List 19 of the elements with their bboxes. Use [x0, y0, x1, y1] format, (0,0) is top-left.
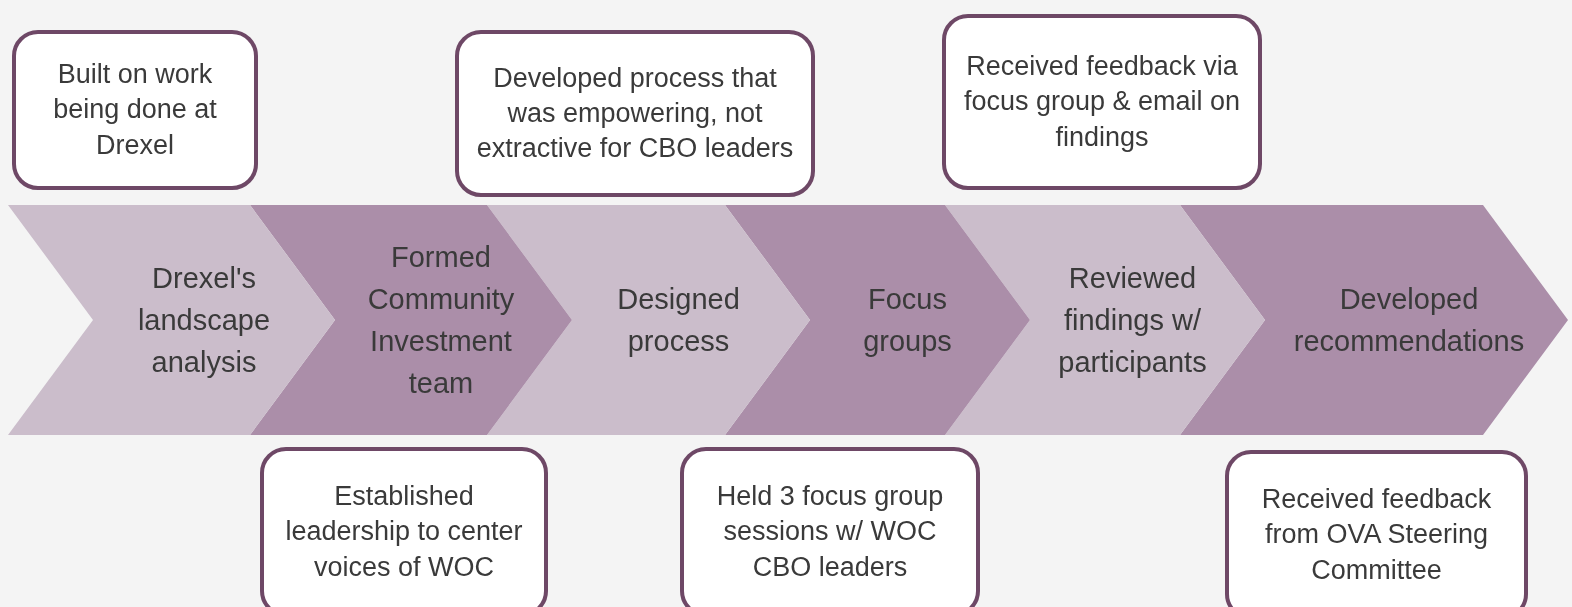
callout-text: Held 3 focus group sessions w/ WOC CBO leaders [715, 480, 945, 584]
callout-box [942, 14, 1262, 190]
callout-text: Received feedback from OVA Steering Committee [1260, 483, 1493, 587]
step-label: Reviewed findings w/ participants [1057, 260, 1208, 380]
step-label: Drexel's landscape analysis [136, 260, 272, 380]
callout-box [455, 30, 815, 197]
callout-box [260, 447, 548, 607]
callout-text: Built on work being done at Drexel [52, 58, 218, 162]
callout-text: Received feedback via focus group & email on findings [962, 50, 1242, 154]
callout-box [1225, 450, 1528, 607]
step-label: Formed Community Investment team [366, 239, 516, 402]
callout-text: Developed process that was empowering, not extractive for CBO leaders [475, 61, 795, 166]
callout-text: Established leadership to center voices of WOC [284, 480, 524, 584]
callout-box [12, 30, 258, 190]
chevron-step [8, 205, 335, 435]
step-label: Designed process [616, 281, 741, 359]
callout-box [680, 447, 980, 607]
step-label: Focus groups [862, 281, 953, 359]
step-label: Developed recommendations [1292, 281, 1526, 359]
